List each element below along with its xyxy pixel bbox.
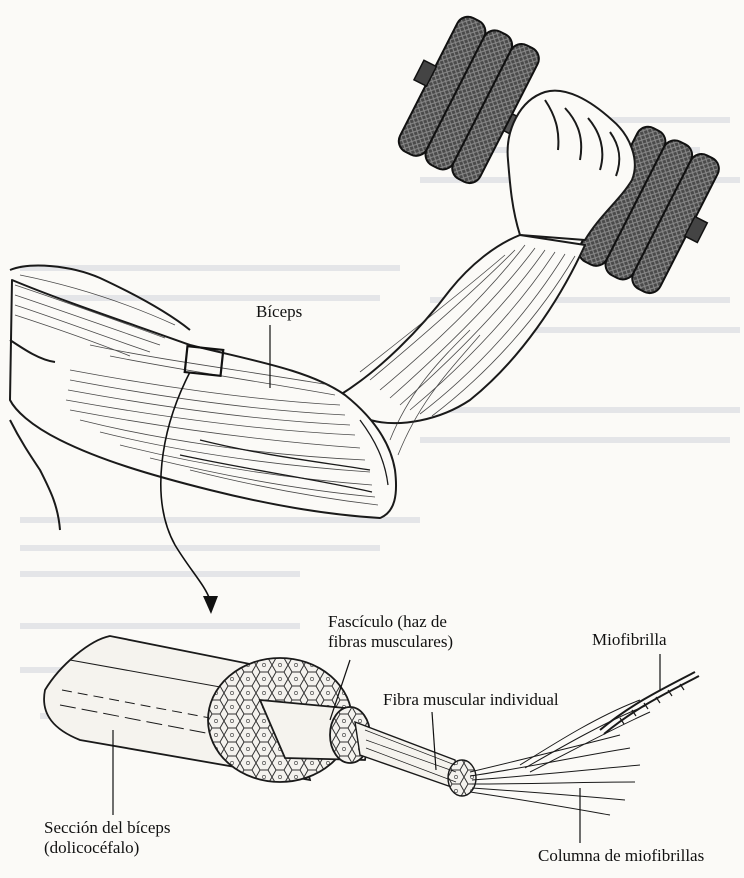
label-fasciculo: Fascículo (haz de fibras musculares) [328,612,453,652]
label-seccion-line1: Sección del bíceps [44,818,171,838]
label-fibra-muscular: Fibra muscular individual [383,690,559,710]
label-fasciculo-line1: Fascículo (haz de [328,612,453,632]
muscle-cross-section [44,636,476,796]
label-biceps: Bíceps [256,302,302,322]
arm [10,91,635,530]
label-seccion-biceps: Sección del bíceps (dolicocéfalo) [44,818,171,858]
label-seccion-line2: (dolicocéfalo) [44,838,171,858]
label-miofibrilla: Miofibrilla [592,630,667,650]
label-columna-miofibrillas: Columna de miofibrillas [538,846,704,866]
label-fasciculo-line2: fibras musculares) [328,632,453,652]
arrow-head [203,596,218,614]
